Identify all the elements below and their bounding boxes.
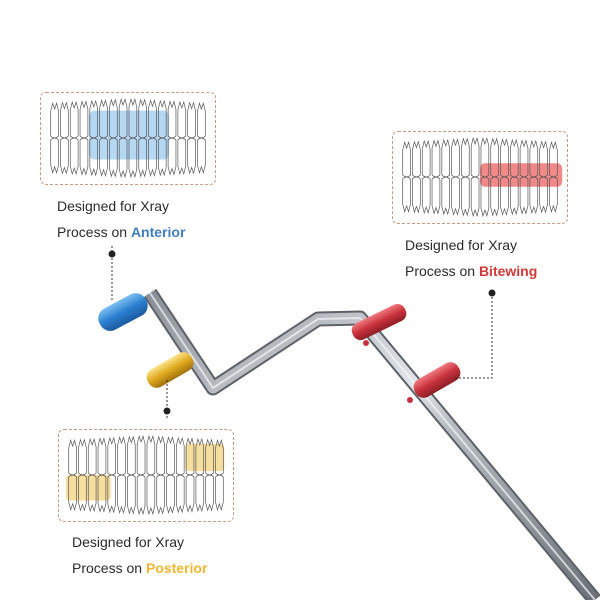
posterior-caption-highlight: Posterior	[145, 560, 208, 576]
posterior-teeth-chart	[58, 429, 234, 522]
bitewing-leader	[455, 293, 493, 379]
anterior-caption-prefix: Process on	[57, 224, 131, 240]
bitewing-teeth-chart	[392, 131, 568, 224]
posterior-caption-prefix: Process on	[72, 560, 146, 576]
posterior-caption: Designed for Xray Process on Posterior	[72, 529, 207, 581]
anterior-caption: Designed for Xray Process on Anterior	[57, 193, 185, 245]
posterior-caption-line1: Designed for Xray	[72, 534, 185, 550]
bitewing-caption-prefix: Process on	[405, 263, 479, 279]
anterior-caption-highlight: Anterior	[130, 224, 186, 240]
bitewing-pin-lower-icon	[413, 362, 461, 398]
dental-arch-icon	[65, 434, 225, 516]
anterior-teeth-chart	[40, 92, 216, 185]
anterior-caption-line1: Designed for Xray	[57, 198, 170, 214]
bitewing-caption: Designed for Xray Process on Bitewing	[405, 232, 537, 284]
dental-arch-icon	[50, 97, 206, 179]
dental-arch-icon	[402, 136, 563, 218]
bitewing-caption-highlight: Bitewing	[478, 263, 538, 279]
anterior-pin-icon	[98, 293, 148, 331]
bitewing-pin-upper-icon	[351, 303, 407, 341]
bitewing-caption-line1: Designed for Xray	[405, 237, 518, 253]
posterior-pin-icon	[146, 352, 194, 388]
